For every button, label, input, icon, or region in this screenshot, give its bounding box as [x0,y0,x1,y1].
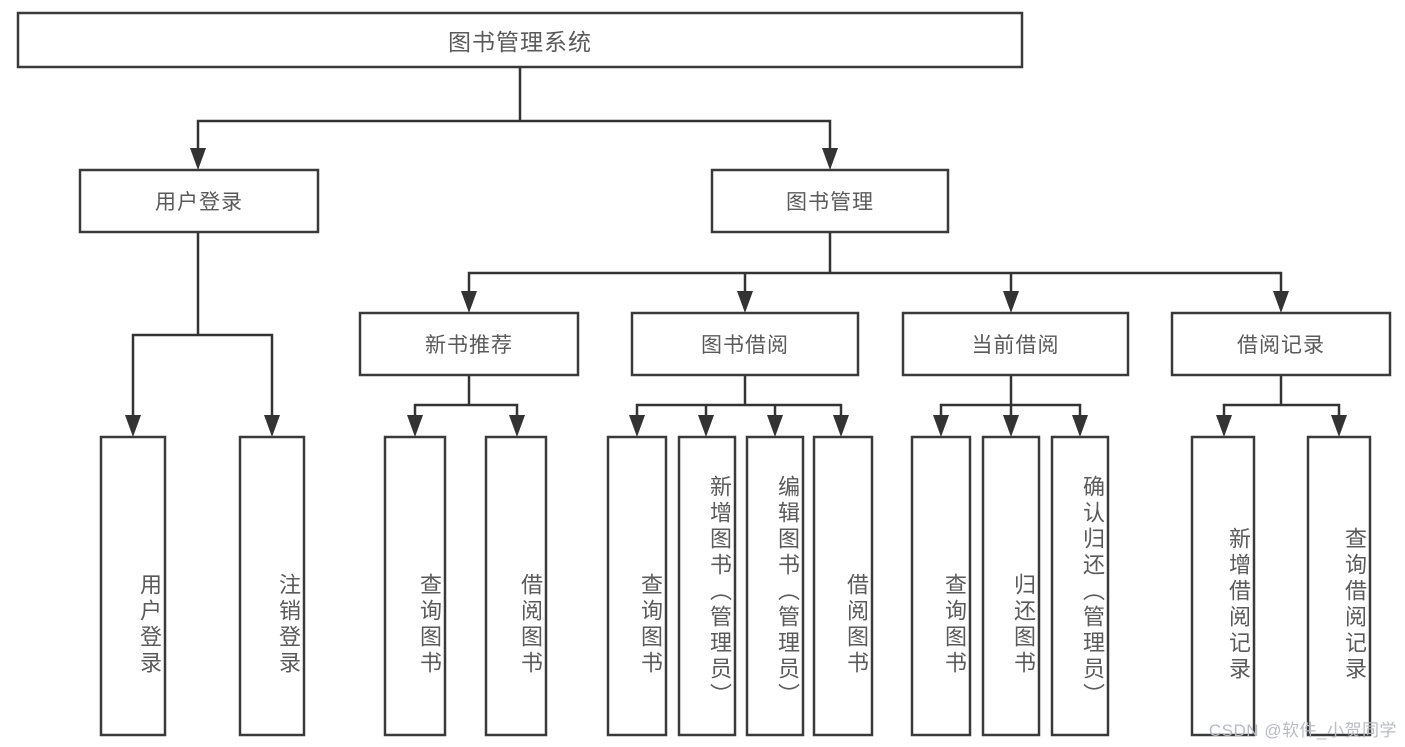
node-box-leaf-query-book-3[interactable] [910,435,972,737]
arrowhead-leaf-return-book [1003,415,1019,437]
arrowhead-new-book-recommend [461,291,477,313]
arrowhead-leaf-query-book-1 [407,415,423,437]
node-box-leaf-query-record[interactable] [1306,435,1372,737]
connector-group-new-book-recommend [407,373,525,437]
node-box-new-book-recommend[interactable] [358,311,580,377]
connector-group-user-login [125,230,280,437]
arrowhead-book-borrow [737,291,753,313]
connector-group-book-management [461,230,1289,313]
node-box-root[interactable] [16,11,1024,69]
node-box-book-management[interactable] [710,168,950,234]
node-box-leaf-borrow-book-1[interactable] [484,435,548,737]
connector-root-to-level2 [196,65,832,158]
arrowhead-user-login [190,148,206,170]
arrowhead-leaf-add-record [1216,415,1232,437]
node-box-leaf-confirm-return[interactable] [1050,435,1110,737]
node-box-leaf-add-record[interactable] [1190,435,1256,737]
arrowhead-leaf-add-book [698,415,714,437]
node-box-book-borrow[interactable] [630,311,860,377]
node-box-leaf-add-book[interactable] [677,435,737,737]
arrowhead-current-borrow [1003,291,1019,313]
node-box-borrow-record[interactable] [1170,311,1392,377]
node-box-leaf-user-logout[interactable] [238,435,306,737]
connector-new-book-recommend-to-leaves [413,373,519,425]
arrowhead-leaf-borrow-book-2 [833,415,849,437]
connector-group-book-borrow [629,373,849,437]
node-box-leaf-borrow-book-2[interactable] [812,435,874,737]
node-box-leaf-query-book-1[interactable] [383,435,447,737]
connector-group-borrow-record [1216,373,1347,437]
arrowhead-book-management [822,148,838,170]
node-box-current-borrow[interactable] [901,311,1130,377]
arrowhead-leaf-user-login [125,415,141,437]
arrowhead-leaf-query-book-2 [629,415,645,437]
arrowhead-leaf-user-logout [264,415,280,437]
connector-book-borrow-to-leaves [635,373,843,425]
arrowhead-leaf-borrow-book-1 [509,415,525,437]
connector-user-login-to-leaves [131,230,274,425]
node-box-leaf-edit-book[interactable] [745,435,805,737]
connector-group-current-borrow [933,373,1088,437]
arrowhead-leaf-edit-book [767,415,783,437]
connector-book-management-to-level3 [467,230,1283,301]
connector-current-borrow-to-leaves [939,373,1082,425]
node-box-user-login[interactable] [78,168,320,234]
arrowhead-leaf-query-record [1331,415,1347,437]
arrowhead-borrow-record [1273,291,1289,313]
arrowhead-leaf-confirm-return [1072,415,1088,437]
connector-borrow-record-to-leaves [1222,373,1341,425]
node-box-leaf-return-book[interactable] [981,435,1041,737]
connector-group-root [190,65,838,170]
arrowhead-leaf-query-book-3 [933,415,949,437]
node-box-leaf-query-book-2[interactable] [606,435,668,737]
node-box-leaf-user-login[interactable] [99,435,167,737]
